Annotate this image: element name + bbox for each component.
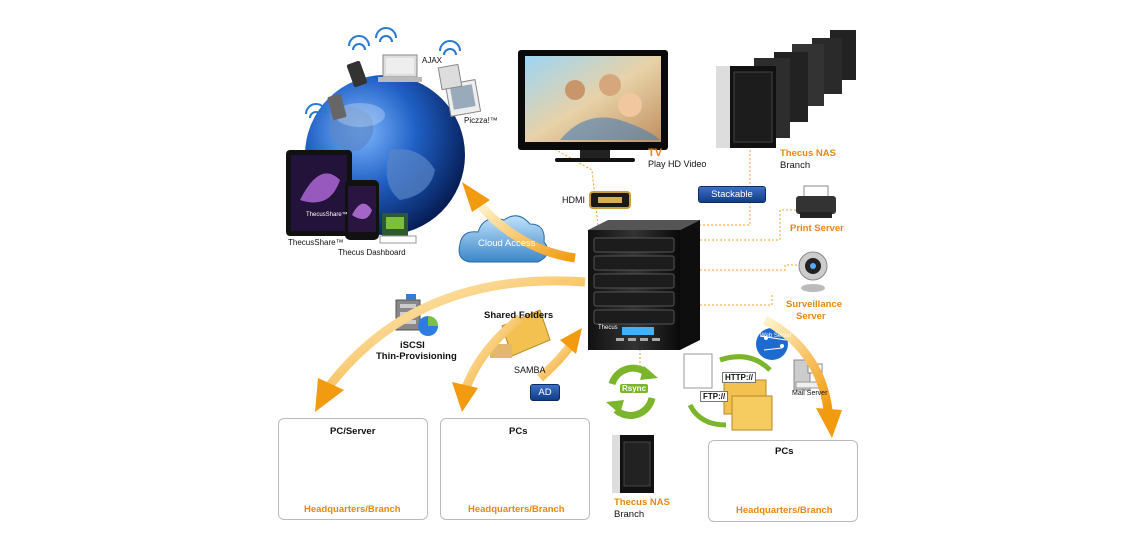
nas-front-label: Thecus <box>598 325 618 331</box>
phone-icon-1 <box>346 60 368 88</box>
laptop-icon <box>378 54 422 82</box>
hdmi-label: HDMI <box>562 195 585 205</box>
arrow-from-ad <box>536 328 582 382</box>
hdmi-connector-icon <box>589 191 631 209</box>
print-server-label: Print Server <box>790 223 844 234</box>
cloud-label: Cloud Access <box>478 238 536 249</box>
stackable-label: Stackable <box>698 186 766 203</box>
arrow-to-cloud <box>462 182 576 263</box>
ajax-label: AJAX <box>422 56 443 65</box>
web-server-icon <box>756 328 788 360</box>
piczza-label: Piczza!™ <box>464 116 498 125</box>
ad-label: AD <box>530 384 560 401</box>
web-folders-icon <box>683 353 773 431</box>
nas-stack-icon <box>716 30 856 148</box>
tablet-screen-text: ThecusShare™ <box>306 212 348 218</box>
box-pc-server <box>278 418 428 520</box>
phone-icon-2 <box>327 94 347 120</box>
box-pcs-center <box>440 418 590 520</box>
surveillance-label-2: Server <box>796 311 826 322</box>
webcam-icon <box>798 251 828 292</box>
tv-subtitle: Play HD Video <box>648 159 707 169</box>
photo-frame-icon <box>437 63 482 117</box>
arrow-to-pcserver <box>315 276 586 412</box>
ftp-label: FTP:// <box>700 391 729 402</box>
tv-title: TV <box>648 147 663 159</box>
samba-label: SAMBA <box>514 365 546 375</box>
web-server-label: Web Server <box>760 333 792 339</box>
box1-title: PC/Server <box>330 426 376 437</box>
tv-icon <box>518 50 668 162</box>
nas-branch-bottom-sub: Branch <box>614 509 645 520</box>
cloud-icon <box>458 215 549 263</box>
nas-branch-top-title: Thecus NAS <box>780 148 836 159</box>
box2-footer: Headquarters/Branch <box>468 504 565 515</box>
nas-branch-bottom-title: Thecus NAS <box>614 497 670 508</box>
nas-branch-top-sub: Branch <box>780 160 811 171</box>
mail-server-label: Mail Server <box>792 390 828 397</box>
thecusshare-label: ThecusShare™ <box>288 238 344 247</box>
box1-footer: Headquarters/Branch <box>304 504 401 515</box>
http-label: HTTP:// <box>722 372 756 383</box>
surveillance-label-1: Surveillance <box>786 299 842 310</box>
arrow-to-pcs-left <box>452 314 523 412</box>
wifi-icons <box>305 27 461 119</box>
box2-title: PCs <box>509 426 528 437</box>
main-nas-icon <box>588 220 700 350</box>
box3-title: PCs <box>775 446 794 457</box>
branch-nas-icon <box>612 435 654 493</box>
box-pcs-right <box>708 440 858 522</box>
arrow-to-pcs-right <box>762 316 842 438</box>
dashboard-label: Thecus Dashboard <box>338 248 406 257</box>
iscsi-label-2: Thin-Provisioning <box>376 351 457 362</box>
printer-icon <box>796 185 836 218</box>
smartphone-icon <box>345 180 379 240</box>
box3-footer: Headquarters/Branch <box>736 505 833 516</box>
shared-folders-label: Shared Folders <box>484 310 554 321</box>
rsync-label: Rsync <box>620 384 649 393</box>
android-badge-icon <box>379 213 417 244</box>
iscsi-label-1: iSCSI <box>400 340 425 351</box>
tablet-icon <box>286 150 352 236</box>
